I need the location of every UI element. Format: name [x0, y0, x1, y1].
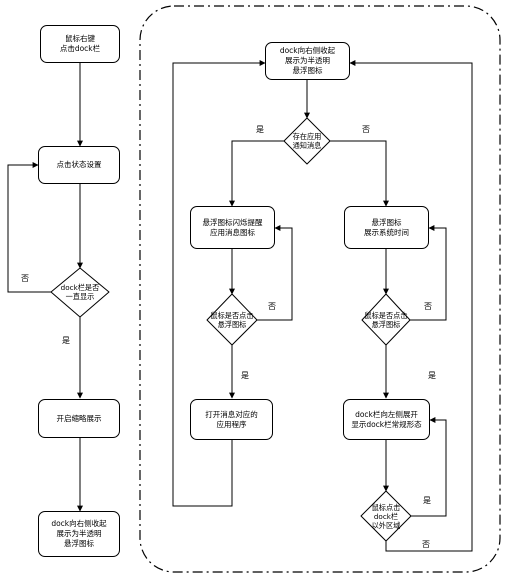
- decision-click-right-diamond: [361, 293, 411, 346]
- decision-click-right-text: 鼠标是否点击 悬浮图标: [364, 311, 408, 329]
- enable-thumbnail-box: 开启缩略展示: [38, 399, 120, 438]
- notification-no-label: 否: [362, 125, 370, 134]
- decision-always-show-text: dock栏是否 一直显示: [60, 283, 100, 301]
- open-app-box: 打开消息对应的 应用程序: [190, 399, 273, 440]
- decision-click-left-text: 鼠标是否点击 悬浮图标: [210, 311, 254, 329]
- decision-has-notification-text: 存在应用 通知消息: [292, 132, 322, 150]
- click-outside-yes-label: 是: [423, 496, 431, 505]
- collapse-translucent-box: dock向右侧收起 展示为半透明 悬浮图标: [265, 42, 350, 80]
- decision-click-left-diamond: [206, 293, 258, 346]
- expand-left-box: dock栏向左侧展开 显示dock栏常规形态: [343, 399, 430, 440]
- flash-app-icon-box: 悬浮图标闪烁提醒 应用消息图标: [190, 206, 275, 249]
- decision-click-outside-diamond: [360, 490, 412, 542]
- status-settings-box: 点击状态设置: [38, 146, 120, 184]
- click-left-yes-label: 是: [241, 371, 249, 380]
- notification-yes-label: 是: [256, 125, 264, 134]
- click-right-no-label: 否: [424, 302, 432, 311]
- start-box: 鼠标右键 点击dock栏: [40, 25, 120, 63]
- left-yes-label: 是: [62, 336, 70, 345]
- click-right-yes-label: 是: [428, 371, 436, 380]
- decision-click-outside-text: 鼠标点击 dock栏 以外区域: [371, 502, 401, 530]
- left-no-label: 否: [21, 274, 29, 283]
- click-left-no-label: 否: [268, 302, 276, 311]
- dashed-container: [139, 5, 501, 573]
- end-collapse-box: dock向右侧收起 展示为半透明 悬浮图标: [38, 511, 120, 557]
- click-outside-no-label: 否: [422, 540, 430, 549]
- decision-has-notification-diamond: [283, 117, 331, 165]
- decision-always-show-diamond: [50, 267, 110, 318]
- show-system-time-box: 悬浮图标 展示系统时间: [344, 206, 429, 249]
